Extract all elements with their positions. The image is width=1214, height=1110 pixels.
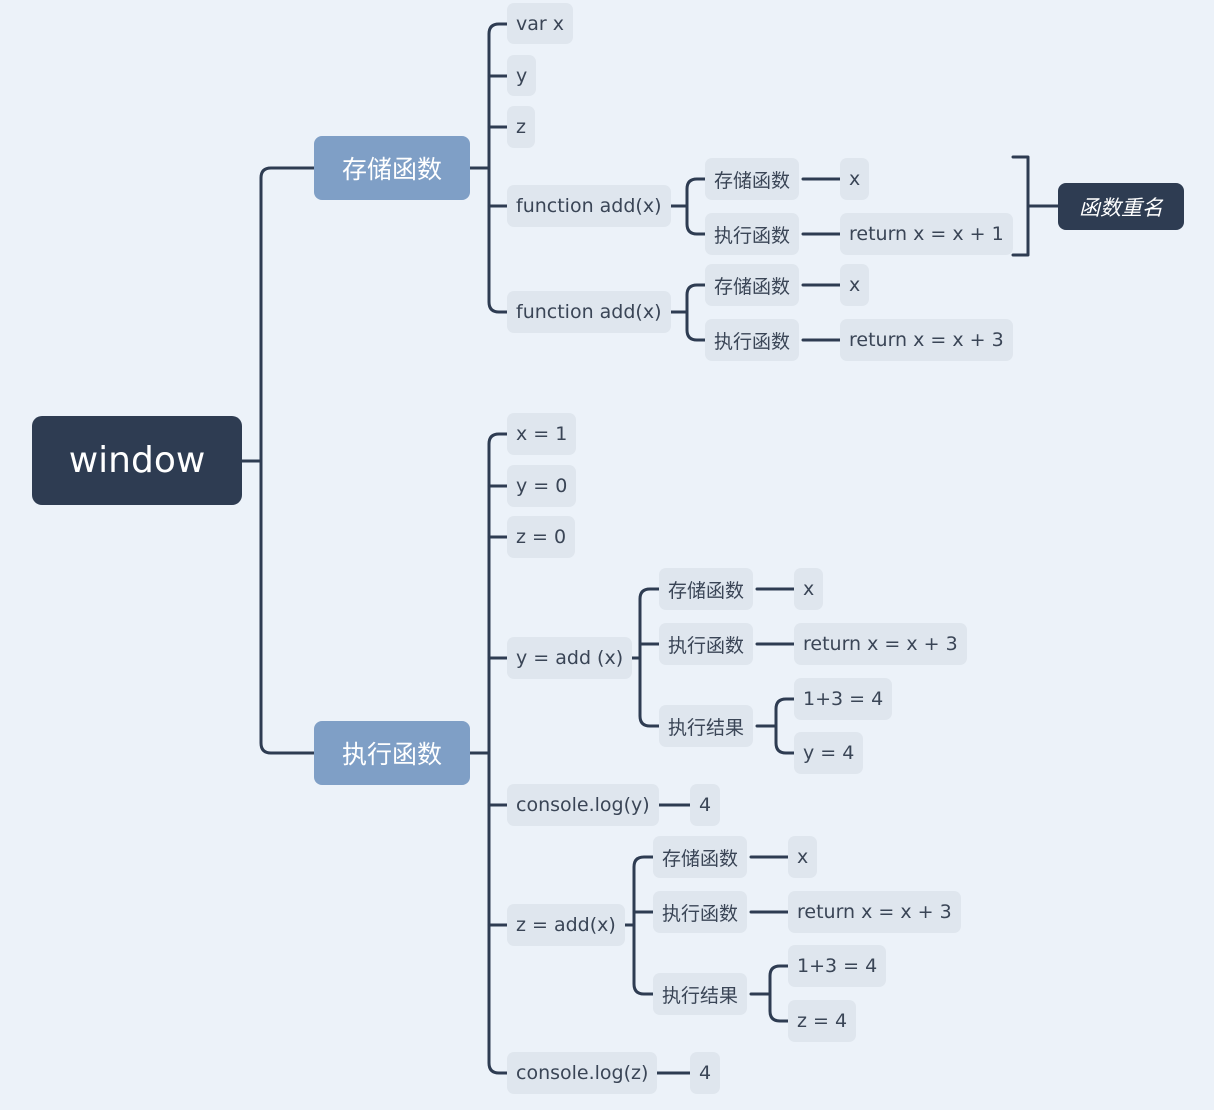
call-z-exec-value[interactable]: return x = x + 3 (788, 891, 961, 933)
call-z-exec-topic[interactable]: 执行函数 (653, 891, 748, 933)
log-z-value[interactable]: 4 (690, 1052, 721, 1094)
connector-line (1011, 155, 1030, 257)
log-y-value[interactable]: 4 (690, 784, 721, 826)
fn2-topic[interactable]: function add(x) (507, 291, 671, 333)
fn1-topic[interactable]: function add(x) (507, 185, 671, 227)
log-z-topic[interactable]: console.log(z) (507, 1052, 658, 1094)
call-z-topic[interactable]: z = add(x) (507, 904, 625, 946)
connector-line (487, 22, 509, 314)
summary-topic[interactable]: 函数重名 (1058, 183, 1184, 230)
assign-y[interactable]: y = 0 (507, 465, 577, 507)
connector-line (487, 432, 509, 1075)
store-item-y[interactable]: y (507, 55, 537, 96)
call-y-exec-topic[interactable]: 执行函数 (659, 623, 754, 665)
connector-line (685, 283, 707, 342)
fn2-store-value[interactable]: x (840, 264, 870, 306)
fn2-store-topic[interactable]: 存储函数 (705, 264, 800, 306)
store-item-z[interactable]: z (507, 106, 535, 148)
store-item-var-x[interactable]: var x (507, 3, 573, 44)
log-y-topic[interactable]: console.log(y) (507, 784, 659, 826)
fn1-store-topic[interactable]: 存储函数 (705, 158, 800, 200)
call-y-topic[interactable]: y = add (x) (507, 637, 633, 679)
call-z-result-item[interactable]: z = 4 (788, 1000, 857, 1042)
call-y-result-item[interactable]: y = 4 (794, 732, 864, 774)
call-y-store-value[interactable]: x (794, 568, 824, 610)
call-z-store-value[interactable]: x (788, 836, 818, 878)
call-y-exec-value[interactable]: return x = x + 3 (794, 623, 967, 665)
fn2-exec-value[interactable]: return x = x + 3 (840, 319, 1013, 361)
fn2-exec-topic[interactable]: 执行函数 (705, 319, 800, 361)
fn1-store-value[interactable]: x (840, 158, 870, 200)
fn1-exec-topic[interactable]: 执行函数 (705, 213, 800, 255)
assign-z[interactable]: z = 0 (507, 516, 576, 558)
call-z-store-topic[interactable]: 存储函数 (653, 836, 748, 878)
store-topic[interactable]: 存储函数 (314, 136, 470, 200)
call-y-result-topic[interactable]: 执行结果 (659, 705, 754, 747)
connector-line (259, 166, 316, 755)
exec-topic[interactable]: 执行函数 (314, 721, 470, 785)
connector-line (638, 587, 661, 728)
fn1-exec-value[interactable]: return x = x + 1 (840, 213, 1013, 255)
connector-line (685, 177, 707, 236)
call-z-result-item[interactable]: 1+3 = 4 (788, 945, 887, 987)
root-topic[interactable]: window (32, 416, 242, 505)
connector-line (632, 855, 655, 996)
call-z-result-topic[interactable]: 执行结果 (653, 973, 748, 1015)
connector-line (774, 697, 796, 755)
connector-line (768, 964, 790, 1023)
call-y-store-topic[interactable]: 存储函数 (659, 568, 754, 610)
assign-x[interactable]: x = 1 (507, 413, 577, 455)
call-y-result-item[interactable]: 1+3 = 4 (794, 678, 893, 720)
